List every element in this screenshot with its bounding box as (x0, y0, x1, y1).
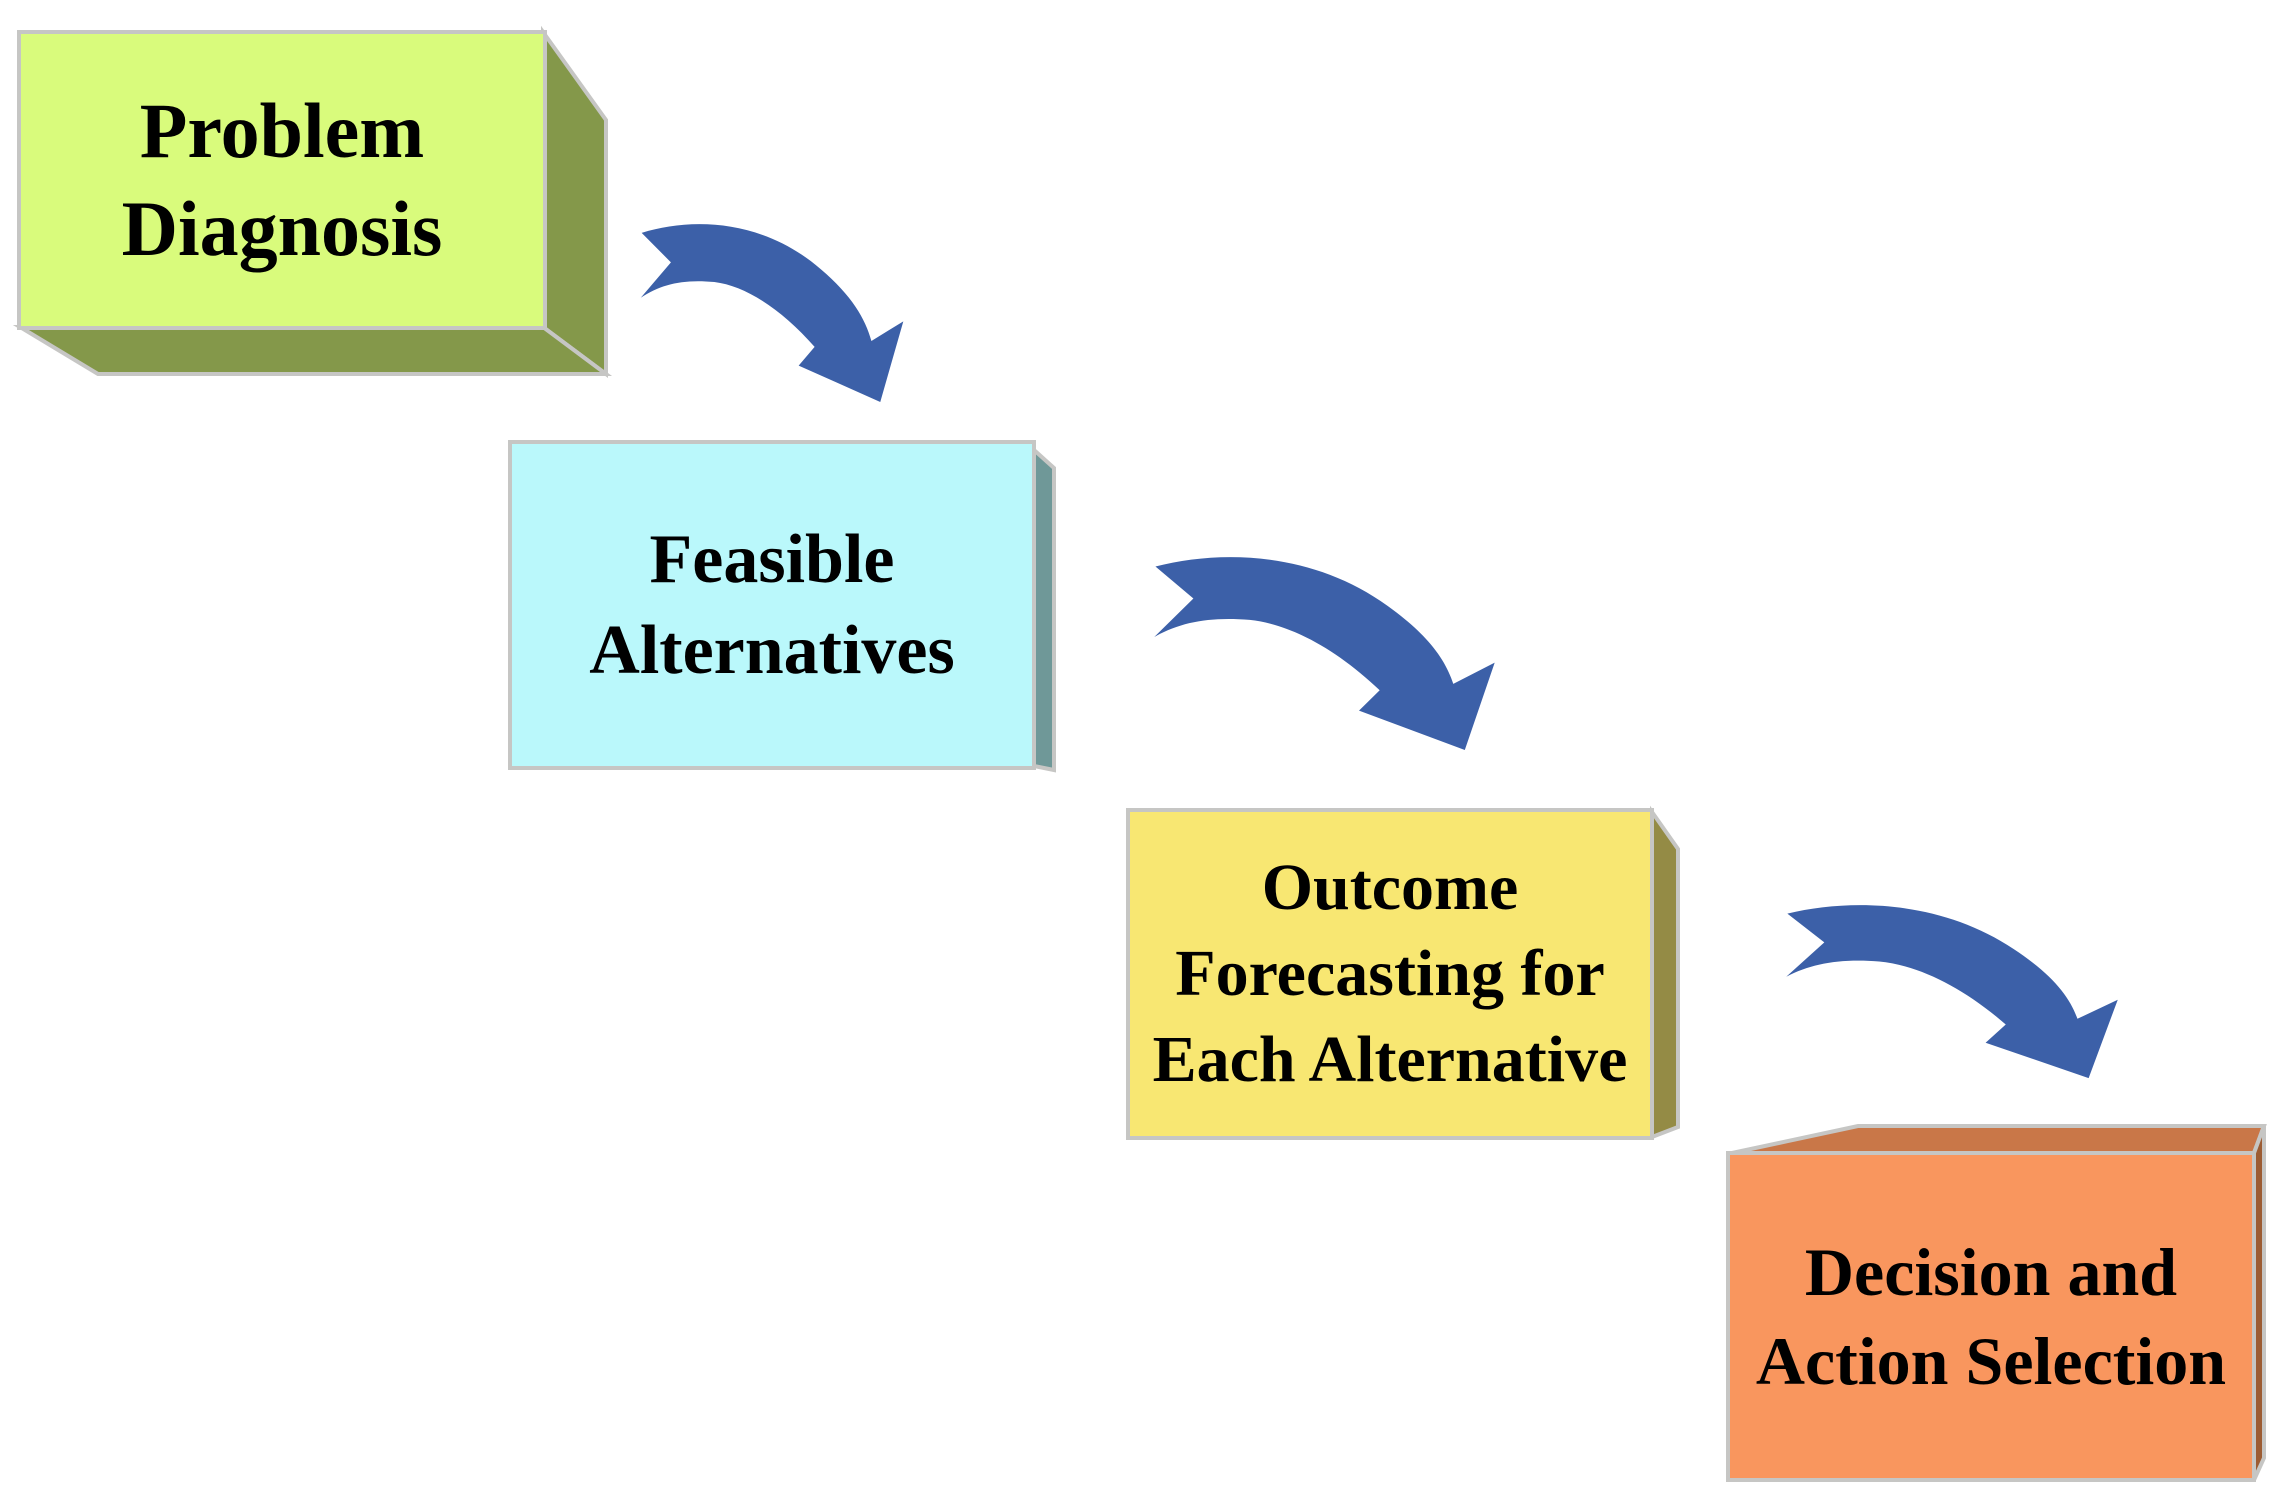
problem-diagnosis-side-right (541, 25, 608, 378)
box-outcome-forecasting-line-2: Forecasting for (1175, 937, 1605, 1011)
box-problem-diagnosis: Problem Diagnosis (17, 30, 547, 330)
box-outcome-forecasting-line-3: Each Alternative (1152, 1022, 1628, 1096)
box-feasible-alternatives-line-1: Feasible (649, 521, 895, 598)
feasible-alternatives-side-right (1032, 445, 1056, 773)
box-decision-action-selection-line-2: Action Selection (1755, 1322, 2227, 1399)
box-feasible-alternatives-line-2: Alternatives (589, 612, 955, 689)
box-problem-diagnosis-line-2: Diagnosis (121, 185, 443, 272)
box-outcome-forecasting-line-1: Outcome (1261, 851, 1519, 925)
problem-diagnosis-side-bottom (12, 325, 613, 376)
box-feasible-alternatives: Feasible Alternatives (508, 440, 1036, 770)
box-problem-diagnosis-line-1: Problem (139, 86, 425, 174)
flow-arrow-2 (1154, 557, 1495, 751)
outcome-forecasting-side-right (1650, 805, 1680, 1140)
box-decision-action-selection-line-1: Decision and (1804, 1234, 2178, 1311)
flow-arrow-3 (1786, 905, 2118, 1079)
box-outcome-forecasting: Outcome Forecasting for Each Alternative (1126, 808, 1654, 1140)
box-decision-action-selection: Decision and Action Selection (1726, 1151, 2256, 1482)
flow-arrow-1 (640, 224, 904, 402)
decision-action-selection-side-top (1731, 1124, 2267, 1155)
